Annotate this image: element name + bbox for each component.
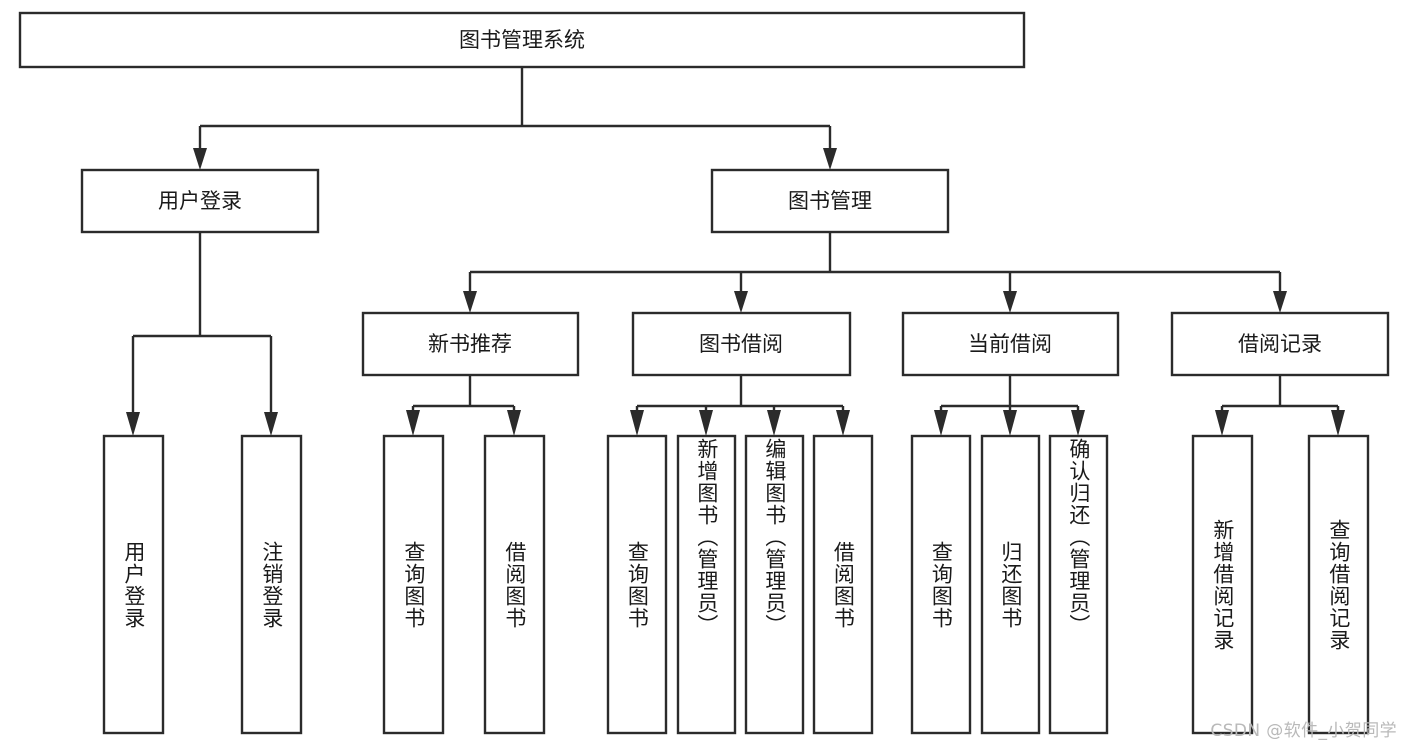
- leaf-boxes-book-borrow: [606, 434, 874, 735]
- arrowhead-bb-child-2: [699, 410, 713, 436]
- connectors-book-manage-to-level3: [463, 232, 1287, 313]
- arrowhead-cb-child-1: [934, 410, 948, 436]
- leaf-box-borrow-record-1[interactable]: [1307, 434, 1370, 735]
- connectors-new-book-children: [406, 375, 521, 436]
- node-current-borrow-label: 当前借阅: [968, 332, 1052, 356]
- leaf-box-borrow-record-0[interactable]: [1191, 434, 1254, 735]
- node-borrow-record[interactable]: 借阅记录: [1170, 311, 1390, 377]
- arrowhead-book-manage: [823, 148, 837, 170]
- arrowhead-book-borrow: [734, 291, 748, 313]
- arrowhead-cb-child-2: [1003, 410, 1017, 436]
- arrowhead-user-login: [193, 148, 207, 170]
- leaf-boxes-user-login: [102, 434, 303, 735]
- node-book-borrow[interactable]: 图书借阅: [631, 311, 852, 377]
- arrowhead-br-child-1: [1215, 410, 1229, 436]
- leaf-box-book-borrow-1[interactable]: [676, 434, 737, 735]
- arrowhead-nb-child-1: [406, 410, 420, 436]
- arrowhead-bb-child-1: [630, 410, 644, 436]
- leaf-box-current-borrow-2[interactable]: [1048, 434, 1109, 735]
- node-borrow-record-box[interactable]: [1170, 311, 1390, 377]
- connectors-root-to-level2: [193, 67, 837, 170]
- leaf-box-book-borrow-2[interactable]: [744, 434, 805, 735]
- leaf-boxes-current-borrow: [910, 434, 1109, 735]
- connectors-borrow-record-children: [1215, 375, 1345, 436]
- node-book-manage-label: 图书管理: [788, 189, 872, 213]
- node-root-box[interactable]: [18, 11, 1026, 69]
- arrowhead-bb-child-3: [767, 410, 781, 436]
- leaf-boxes-new-book-recommend: [382, 434, 546, 735]
- arrowhead-bb-child-4: [836, 410, 850, 436]
- leaf-box-book-borrow-0[interactable]: [606, 434, 668, 735]
- arrowhead-ul-child-2: [264, 412, 278, 436]
- connectors-book-borrow-children: [630, 375, 850, 436]
- node-borrow-record-label: 借阅记录: [1238, 332, 1322, 356]
- watermark-text: CSDN @软件_小贺同学: [1210, 721, 1397, 741]
- arrowhead-nb-child-2: [507, 410, 521, 436]
- node-new-book-recommend[interactable]: 新书推荐: [361, 311, 580, 377]
- arrowhead-current-borrow: [1003, 291, 1017, 313]
- node-book-borrow-box[interactable]: [631, 311, 852, 377]
- connectors-current-borrow-children: [934, 375, 1085, 436]
- node-user-login[interactable]: 用户登录: [80, 168, 320, 234]
- leaf-box-current-borrow-0[interactable]: [910, 434, 972, 735]
- node-book-borrow-label: 图书借阅: [699, 332, 783, 356]
- leaf-box-user-login-1[interactable]: [240, 434, 303, 735]
- leaf-box-current-borrow-1[interactable]: [980, 434, 1041, 735]
- leaf-box-new-book-1[interactable]: [483, 434, 546, 735]
- leaf-box-book-borrow-3[interactable]: [812, 434, 874, 735]
- arrowhead-ul-child-1: [126, 412, 140, 436]
- node-user-login-label: 用户登录: [158, 189, 242, 213]
- arrowhead-new-book: [463, 291, 477, 313]
- leaf-box-user-login-0[interactable]: [102, 434, 165, 735]
- arrowhead-br-child-2: [1331, 410, 1345, 436]
- connectors-user-login-children: [126, 232, 278, 436]
- node-current-borrow[interactable]: 当前借阅: [901, 311, 1120, 377]
- node-root[interactable]: 图书管理系统: [18, 11, 1026, 69]
- node-current-borrow-box[interactable]: [901, 311, 1120, 377]
- arrowhead-borrow-record: [1273, 291, 1287, 313]
- leaf-box-new-book-0[interactable]: [382, 434, 445, 735]
- node-book-manage-box[interactable]: [710, 168, 950, 234]
- node-new-book-recommend-label: 新书推荐: [428, 332, 512, 356]
- node-user-login-box[interactable]: [80, 168, 320, 234]
- node-root-label: 图书管理系统: [459, 28, 585, 52]
- arrowhead-cb-child-3: [1071, 410, 1085, 436]
- node-book-manage[interactable]: 图书管理: [710, 168, 950, 234]
- leaf-boxes-borrow-record: [1191, 434, 1370, 735]
- node-new-book-recommend-box[interactable]: [361, 311, 580, 377]
